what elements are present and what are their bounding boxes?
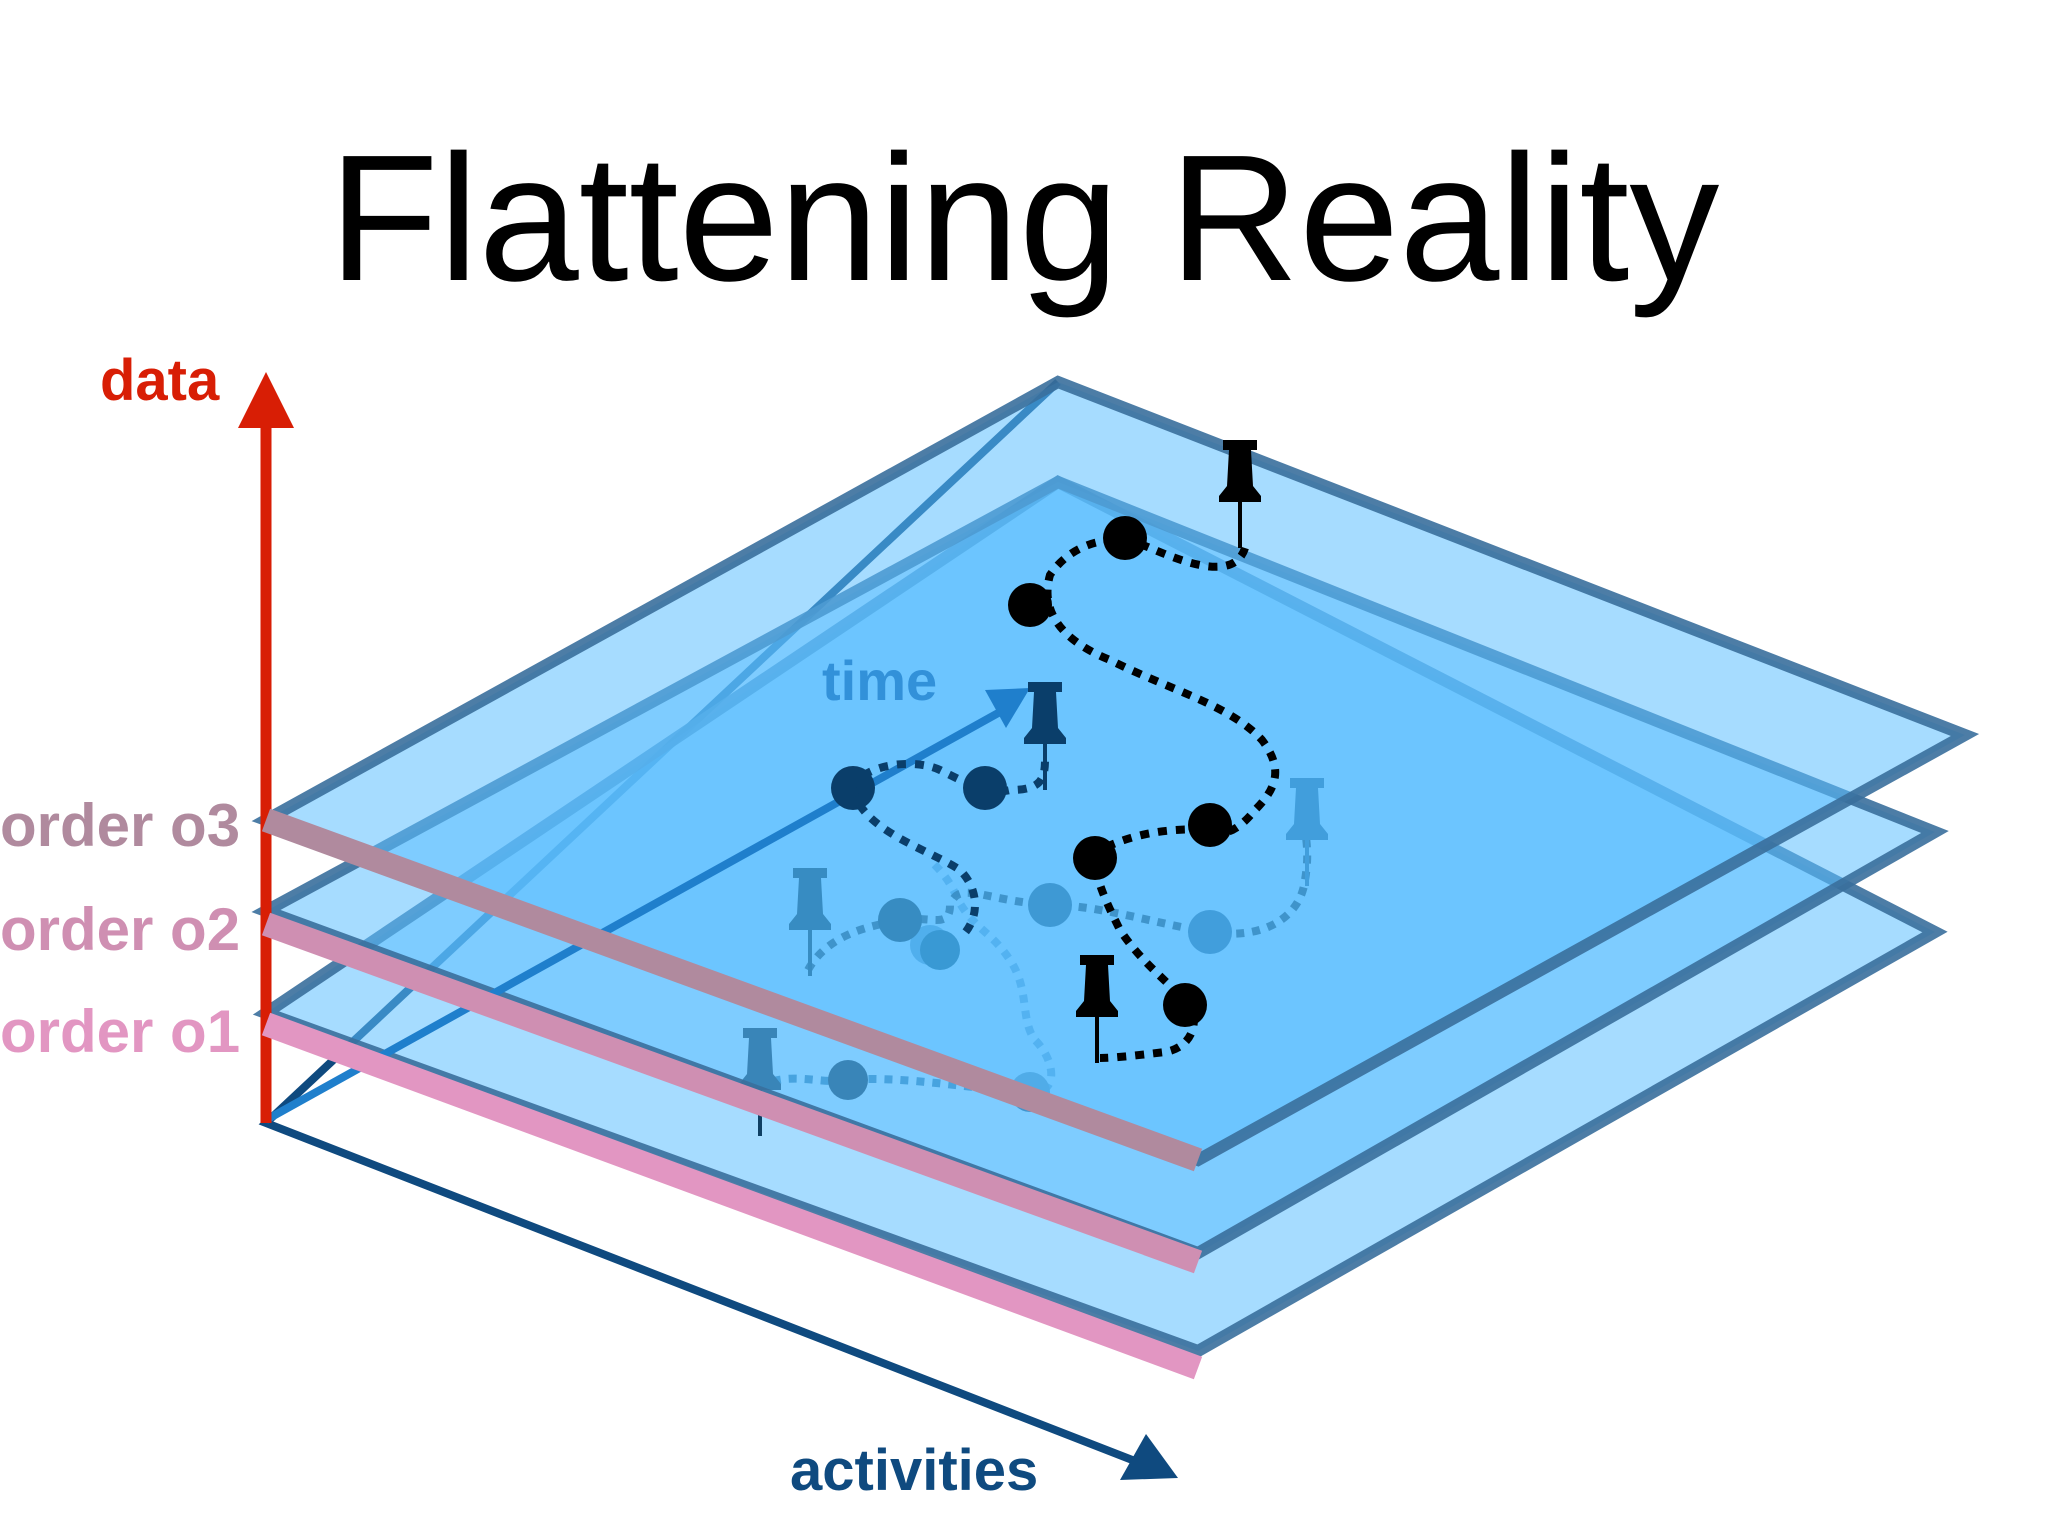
order-o1-bar	[261, 1012, 1203, 1380]
order-bars	[261, 808, 1203, 1380]
order-o1-label: order o1	[0, 998, 240, 1065]
order-o2-label: order o2	[0, 896, 240, 963]
activities-axis-label: activities	[790, 1438, 1038, 1503]
time-axis: time	[264, 649, 1030, 1124]
page-title: Flattening Reality	[329, 118, 1720, 319]
data-axis: data	[100, 348, 294, 1123]
event-dot-icon	[1073, 836, 1117, 880]
order-o2-bar	[261, 912, 1203, 1274]
time-label: time	[822, 649, 937, 712]
event-dot-icon	[1103, 516, 1147, 560]
event-dot-icon	[1188, 803, 1232, 847]
event-dot-icon	[1008, 583, 1052, 627]
data-axis-label: data	[100, 348, 220, 413]
event-dot-icon	[963, 766, 1007, 810]
path-top	[831, 440, 1280, 1063]
order-o3-bar	[261, 808, 1203, 1172]
order-o3-label: order o3	[0, 792, 240, 859]
event-dot-icon	[1163, 983, 1207, 1027]
